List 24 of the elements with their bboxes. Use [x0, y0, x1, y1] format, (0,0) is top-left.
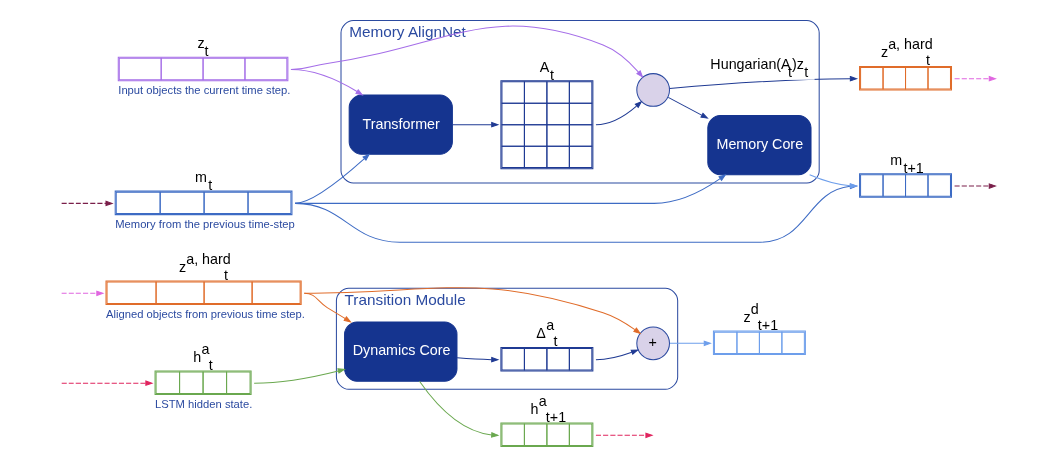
- arrow: [452, 121, 500, 128]
- arrow: [669, 75, 859, 90]
- node-box: Dynamics Core: [344, 321, 458, 382]
- node-label: LSTM hidden state.: [155, 397, 253, 410]
- arrow: [61, 290, 105, 297]
- node-circle: +: [636, 326, 670, 361]
- arrow: [669, 340, 712, 347]
- arrow: [667, 96, 709, 119]
- node-box: Memory Core: [707, 115, 812, 176]
- node-box: Transformer: [348, 94, 453, 155]
- arrow: [595, 349, 640, 361]
- node-label: Aligned objects from previous time step.: [106, 307, 305, 320]
- arrow: [294, 153, 371, 204]
- arrow: [595, 100, 643, 126]
- node-label: Memory from the previous time-step: [115, 217, 295, 230]
- arrow: [303, 287, 642, 335]
- node-label: Input objects the current time step.: [118, 83, 291, 96]
- arrow: [61, 200, 114, 207]
- arrow: [61, 380, 154, 387]
- arrow: [419, 380, 500, 438]
- arrow: [290, 25, 644, 79]
- arrow: [253, 368, 346, 384]
- arrow: [595, 432, 654, 439]
- arrow: [456, 356, 500, 363]
